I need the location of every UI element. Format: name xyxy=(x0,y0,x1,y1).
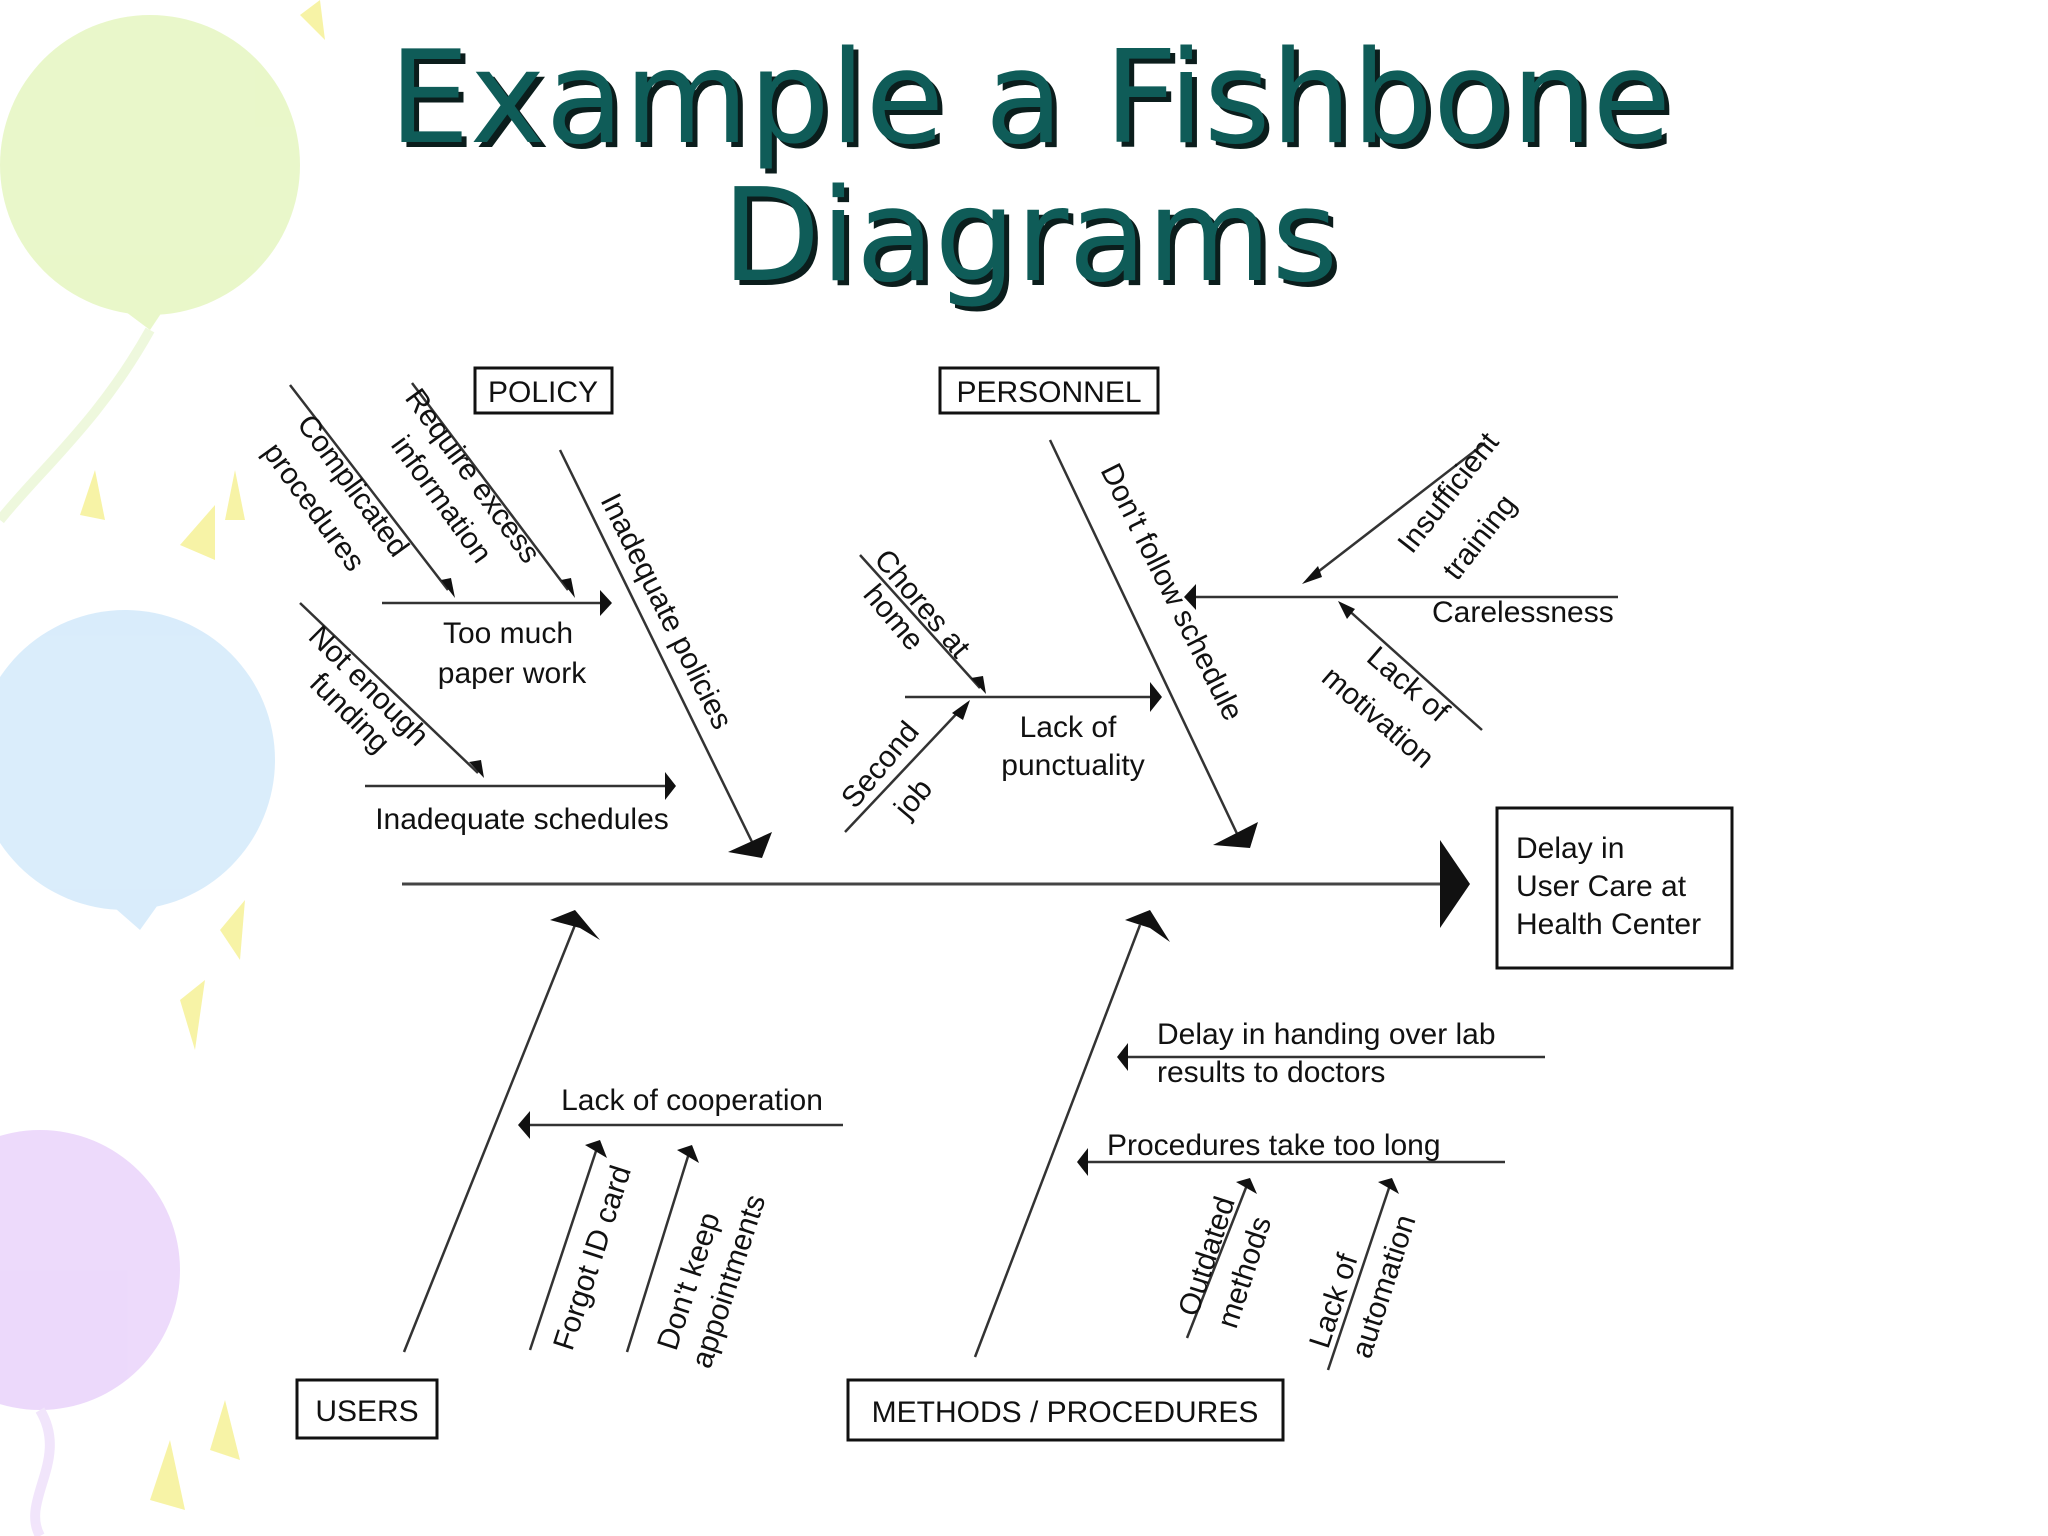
bone-dont-follow-schedule xyxy=(1048,439,1242,841)
arrowhead-icon xyxy=(1378,1178,1399,1194)
category-policy-label: POLICY xyxy=(488,376,598,409)
effect-label: Delay in xyxy=(1516,832,1624,865)
purple-balloon-icon xyxy=(0,1130,180,1410)
bone-methods xyxy=(973,924,1142,1358)
arrowhead-icon xyxy=(600,590,612,616)
category-methods: METHODS / PROCEDURES xyxy=(846,1378,1285,1442)
arrowhead-icon xyxy=(469,760,484,778)
blue-balloon-icon xyxy=(0,610,275,910)
arrowhead-icon xyxy=(971,676,986,694)
arrowhead-icon xyxy=(1117,1043,1128,1071)
arrowhead-icon xyxy=(441,578,455,598)
bone-lack-of-automation xyxy=(1326,1184,1392,1371)
arrowhead-icon xyxy=(728,832,772,858)
arrowhead-icon xyxy=(1302,566,1322,584)
effect-label: User Care at xyxy=(1516,870,1687,903)
cause-inadequate-policies: Inadequate policies xyxy=(594,488,739,734)
bone-forgot-id-card xyxy=(528,1144,600,1351)
cause-lack-of-punctuality: Lack of xyxy=(1020,711,1117,744)
bone-not-enough-funding xyxy=(299,602,479,774)
arrowhead-icon xyxy=(1125,910,1170,942)
arrowhead-icon xyxy=(1236,1178,1257,1194)
category-users: USERS xyxy=(295,1378,439,1440)
sparkle-icon xyxy=(80,0,325,1510)
slide-title: Example a Fishbone Diagrams xyxy=(260,30,1800,306)
arrowhead-icon xyxy=(1150,682,1162,712)
arrowhead-icon xyxy=(665,772,676,800)
arrowhead-icon xyxy=(1184,584,1196,610)
category-policy: POLICY xyxy=(473,366,614,415)
arrowhead-icon xyxy=(952,700,970,720)
bone-dont-keep-appointments xyxy=(625,1149,692,1353)
bone-users xyxy=(402,924,577,1353)
arrowhead-icon xyxy=(561,578,575,598)
cause-procedures-take-too-long: Procedures take too long xyxy=(1107,1129,1441,1162)
bone-chores-at-home xyxy=(859,554,981,689)
category-personnel-label: PERSONNEL xyxy=(956,376,1141,409)
bone-lack-of-motivation xyxy=(1344,606,1483,731)
bone-complicated-procedures xyxy=(289,384,449,591)
cause-delay-lab-results: Delay in handing over lab xyxy=(1157,1018,1496,1051)
arrowhead-icon xyxy=(1077,1148,1088,1176)
arrowhead-icon xyxy=(1338,601,1355,619)
bone-insufficient-training xyxy=(1309,442,1486,579)
arrowhead-icon xyxy=(518,1111,530,1139)
bone-outdated-methods xyxy=(1185,1184,1249,1339)
spine-arrowhead-icon xyxy=(1440,840,1470,928)
cause-carelessness: Carelessness xyxy=(1432,596,1614,629)
bone-second-job xyxy=(844,707,963,833)
cause-inadequate-schedules: Inadequate schedules xyxy=(375,803,669,836)
category-methods-label: METHODS / PROCEDURES xyxy=(872,1396,1259,1429)
arrowhead-icon xyxy=(585,1140,607,1158)
bone-inadequate-policies xyxy=(558,449,757,849)
arrowhead-icon xyxy=(1213,822,1258,848)
cause-delay-lab-results: results to doctors xyxy=(1157,1056,1385,1089)
category-users-label: USERS xyxy=(315,1395,418,1428)
effect-label: Health Center xyxy=(1516,908,1701,941)
green-balloon-icon xyxy=(0,15,300,315)
bone-require-excess-information xyxy=(411,382,569,591)
slide-title-line-2: Diagrams xyxy=(721,162,1339,311)
arrowhead-icon xyxy=(550,910,600,940)
slide-title-line-1: Example a Fishbone xyxy=(388,24,1672,173)
cause-lack-of-punctuality: punctuality xyxy=(1001,749,1144,782)
cause-dont-follow-schedule: Don't follow schedule xyxy=(1094,458,1250,726)
effect-box: Delay in User Care at Health Center xyxy=(1495,806,1734,970)
cause-too-much-paper-work: Too much xyxy=(443,617,573,650)
cause-lack-of-cooperation: Lack of cooperation xyxy=(561,1084,823,1117)
cause-too-much-paper-work: paper work xyxy=(438,657,587,690)
category-personnel: PERSONNEL xyxy=(938,366,1160,415)
arrowhead-icon xyxy=(677,1145,699,1163)
